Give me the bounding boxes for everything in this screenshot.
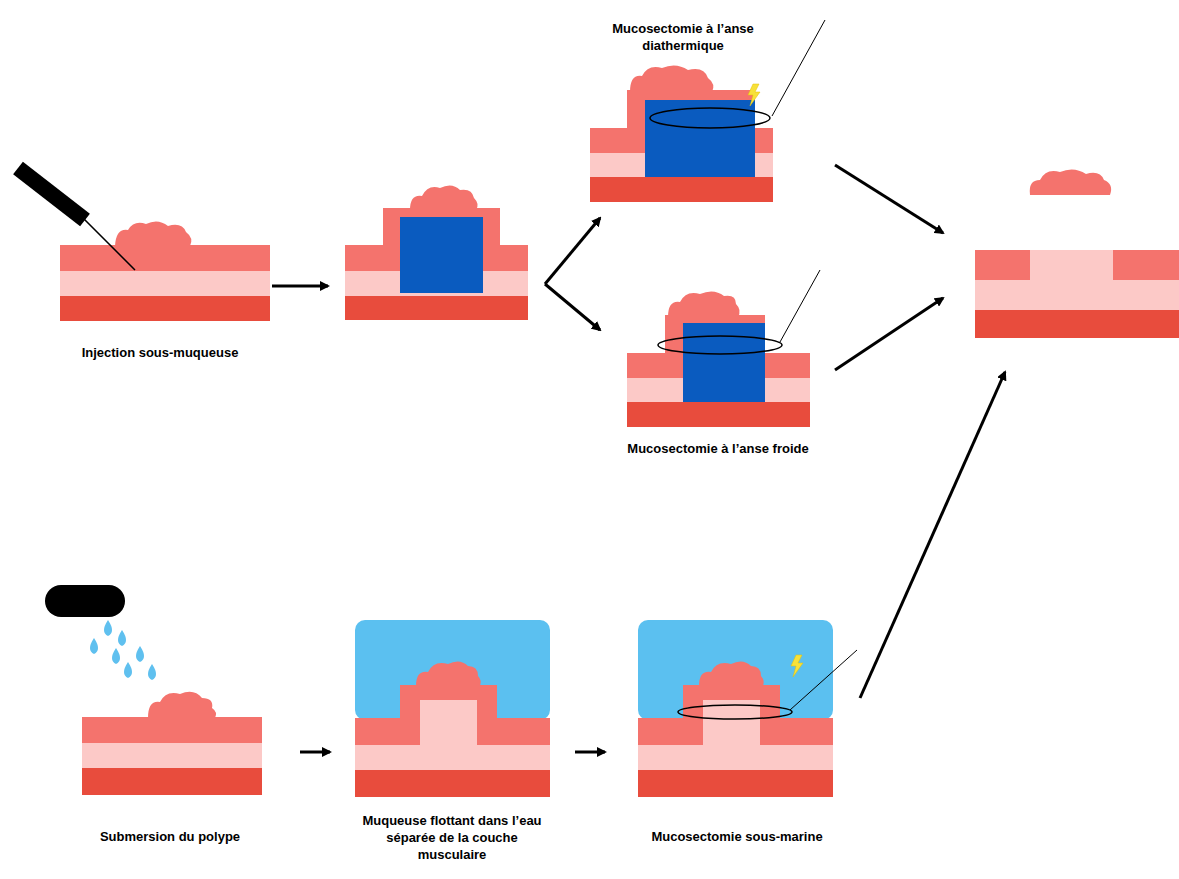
- injection-panel: [18, 168, 270, 321]
- lifted-mucosa-panel: [345, 185, 528, 320]
- underwater-panel: [638, 620, 857, 797]
- caption: Submersion du polype: [60, 828, 280, 845]
- caption: Injection sous-muqueuse: [50, 344, 270, 361]
- floating-mucosa-panel: [355, 620, 550, 797]
- caption: Mucosectomie sous-marine: [627, 828, 847, 845]
- caption: Mucosectomie à l’anse diathermique: [583, 20, 783, 54]
- submersion-panel: [45, 585, 262, 795]
- result-panel: [975, 169, 1179, 338]
- caption: Mucosectomie à l’anse froide: [618, 440, 818, 457]
- caption: Muqueuse flottant dans l’eau séparée de …: [352, 812, 552, 863]
- cold-snare-panel: [627, 270, 820, 427]
